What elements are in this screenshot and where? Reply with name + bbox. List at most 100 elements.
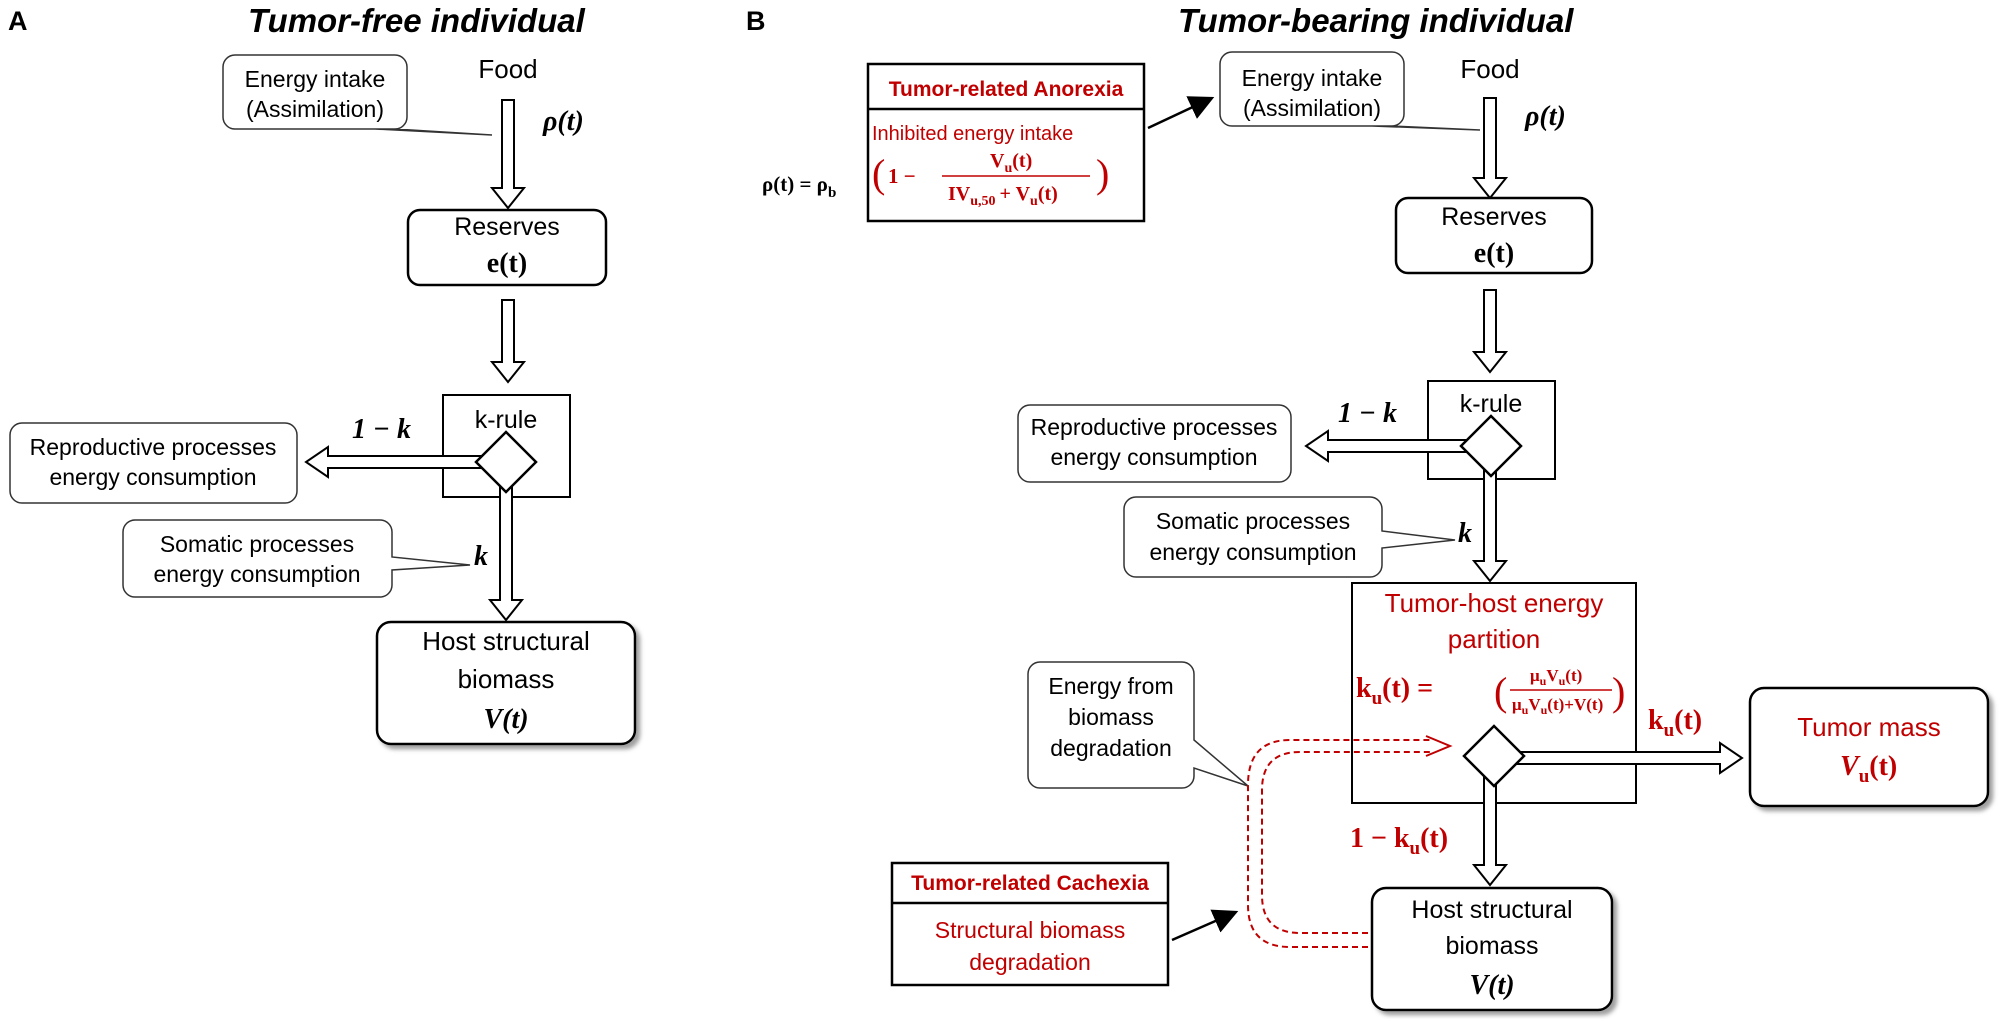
svg-text:ku(t) =: ku(t) = (1356, 673, 1433, 709)
tumor-var-t: (t) (1869, 751, 1897, 782)
ku-eq: k (1356, 673, 1372, 704)
panel-b-host-box: Host structural biomass V(t) (1370, 886, 1614, 1012)
energy-from-text-3: degradation (1050, 735, 1172, 761)
tumor-var: V (1840, 751, 1861, 782)
tumor-mass-box: Tumor mass Vu(t) (1748, 686, 1990, 808)
panel-b-rho-label: ρ(t) (1524, 101, 1566, 132)
ku-frac-num: μ (1530, 666, 1540, 685)
svg-text:μuVu(t): μuVu(t) (1530, 666, 1582, 688)
ku-frac-den-tail: (t)+V(t) (1547, 695, 1603, 714)
ku-eq-sub: u (1372, 688, 1383, 709)
b-krule-label: k-rule (1460, 390, 1523, 418)
panel-b-arrow-reproductive (1304, 429, 1485, 463)
panel-b-food-label: Food (1460, 54, 1519, 84)
panel-b-somatic-callout: Somatic processes energy consumption (1123, 496, 1456, 578)
panel-a-letter: A (8, 6, 28, 36)
b-reserves-label: Reserves (1441, 203, 1547, 231)
cachexia-text-2: degradation (969, 949, 1091, 975)
energy-from-text-1: Energy from (1048, 673, 1173, 699)
arrow-to-tumor (1493, 741, 1744, 775)
panel-b-letter: B (746, 6, 766, 36)
panel-a-krule-diamond (474, 430, 538, 494)
b-reserves-var: e(t) (1474, 238, 1514, 269)
energy-from-text-2: biomass (1068, 704, 1154, 730)
somatic-text-1: Somatic processes (160, 531, 354, 557)
svg-text:(: ( (1494, 669, 1507, 714)
frac-num: V (990, 150, 1005, 172)
frac-num-t: (t) (1012, 150, 1032, 172)
tumor-mass-label: Tumor mass (1797, 712, 1941, 742)
rho-eq-left: ρ(t) = ρ (762, 172, 828, 196)
b-host-text-2: biomass (1445, 932, 1538, 960)
panel-b-krule-diamond (1459, 414, 1523, 478)
frac-num-sub: u (1004, 161, 1012, 176)
reproductive-text-1: Reproductive processes (30, 434, 277, 460)
b-energy-intake-text: Energy intake (1242, 65, 1383, 91)
svg-text:): ) (1096, 151, 1109, 196)
panel-a-one-minus-k: 1 − k (352, 414, 411, 445)
frac-one: 1 − (888, 164, 916, 188)
rho-eq-sub: b (828, 185, 836, 201)
cachexia-text-1: Structural biomass (935, 917, 1125, 943)
ku-arrow-t: (t) (1674, 705, 1702, 736)
b-host-var: V(t) (1469, 970, 1514, 1001)
partition-text-2: partition (1448, 624, 1541, 654)
panel-a-host-box: Host structural biomass V(t) (375, 620, 637, 746)
panel-a-reproductive-callout: Reproductive processes energy consumptio… (9, 422, 298, 504)
panel-a-k: k (474, 541, 488, 572)
panel-b-arrow-food-reserves (1471, 97, 1509, 200)
panel-a-energy-intake-callout: Energy intake (Assimilation) (222, 54, 493, 136)
cachexia-box: Tumor-related Cachexia Structural biomas… (890, 861, 1170, 987)
arrow-cachexia-host (1171, 909, 1239, 942)
b-host-text-1: Host structural (1411, 896, 1572, 924)
panel-b-one-minus-k: 1 − k (1338, 398, 1397, 429)
anorexia-box: Tumor-related Anorexia Inhibited energy … (866, 62, 1146, 223)
svg-text:μuVu(t)+V(t): μuVu(t)+V(t) (1512, 695, 1603, 717)
one-minus-ku-t: (t) (1420, 823, 1448, 854)
svg-text:Vu(t): Vu(t) (990, 150, 1032, 176)
partition-diamond (1462, 724, 1526, 788)
reproductive-text-2: energy consumption (49, 464, 256, 490)
panel-b-title: Tumor-bearing individual (1178, 2, 1574, 39)
frac-den-rest: + V (1000, 183, 1031, 205)
panel-a-somatic-callout: Somatic processes energy consumption (122, 519, 471, 598)
svg-text:): ) (1612, 669, 1625, 714)
reserves-label: Reserves (454, 213, 560, 241)
panel-a-arrow-reserves-krule (489, 299, 527, 384)
panel-b-energy-intake-callout: Energy intake (Assimilation) (1219, 51, 1481, 131)
svg-text:1 − ku(t): 1 − ku(t) (1350, 823, 1448, 859)
panel-b-reserves-box: Reserves e(t) (1394, 196, 1594, 275)
anorexia-title: Tumor-related Anorexia (889, 78, 1124, 101)
panel-b-reproductive-callout: Reproductive processes energy consumptio… (1017, 404, 1292, 483)
cachexia-title: Tumor-related Cachexia (911, 872, 1149, 895)
b-reproductive-text-1: Reproductive processes (1031, 414, 1278, 440)
panel-b-k: k (1458, 518, 1472, 549)
ku-arrow: k (1648, 705, 1664, 736)
panel-a-reserves-box: Reserves e(t) (406, 208, 608, 287)
frac-den: IV (948, 183, 971, 205)
panel-a-title: Tumor-free individual (248, 2, 586, 39)
b-assimilation-text: (Assimilation) (1243, 95, 1381, 121)
svg-text:Vu(t): Vu(t) (1840, 751, 1897, 787)
arrow-anorexia-intake (1147, 96, 1215, 130)
panel-a-arrow-host (487, 469, 525, 622)
panel-a-rho-label: ρ(t) (542, 106, 584, 137)
partition-text-1: Tumor-host energy (1385, 588, 1604, 618)
frac-den-sub: u,50 (970, 194, 995, 209)
svg-text:IVu,50+ Vu(t): IVu,50+ Vu(t) (948, 183, 1058, 209)
krule-label: k-rule (475, 406, 538, 434)
svg-text:ρ(t) = ρb: ρ(t) = ρb (762, 172, 836, 201)
b-somatic-text-1: Somatic processes (1156, 508, 1350, 534)
one-minus-ku-sub: u (1410, 838, 1421, 859)
assimilation-text: (Assimilation) (246, 96, 384, 122)
svg-text:ku(t): ku(t) (1648, 705, 1702, 741)
host-text-2: biomass (458, 664, 555, 694)
energy-intake-text: Energy intake (245, 66, 386, 92)
b-somatic-text-2: energy consumption (1149, 539, 1356, 565)
one-minus-ku: 1 − k (1350, 823, 1410, 854)
degradation-dashed-arrow (1247, 735, 1453, 948)
tumor-var-sub: u (1859, 766, 1870, 787)
panel-a-food-label: Food (478, 54, 537, 84)
host-var: V(t) (483, 704, 528, 735)
